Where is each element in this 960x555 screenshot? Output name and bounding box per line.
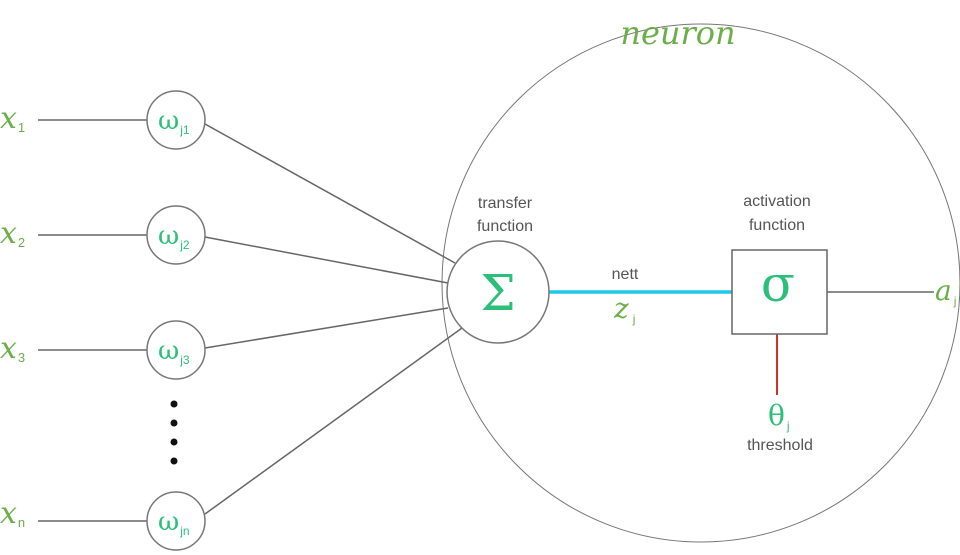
weight-lines	[204, 123, 463, 515]
svg-text:ωj2: ωj2	[158, 221, 190, 252]
sum-symbol: Σ	[480, 264, 515, 322]
neuron-title: neuron	[620, 14, 735, 52]
weight-node-1: ωj1	[146, 90, 206, 150]
transfer-label-2: function	[477, 218, 533, 235]
transfer-label: transfer	[478, 195, 533, 212]
sum-node	[446, 240, 550, 344]
activation-label-2: function	[749, 217, 805, 234]
sigma-symbol: σ	[761, 255, 795, 313]
activation-label: activation	[743, 193, 811, 210]
threshold-label: threshold	[747, 437, 813, 454]
input-label-3: x3	[0, 331, 25, 366]
input-label-n: xn	[0, 496, 25, 531]
weight-line-2	[204, 236, 449, 284]
weight-node-n: ωjn	[146, 491, 206, 551]
svg-text:ωj3: ωj3	[158, 336, 190, 367]
weight-line-n	[204, 327, 463, 515]
input-labels: x1 x2 x3 xn	[0, 101, 25, 531]
svg-text:ωj1: ωj1	[158, 106, 190, 137]
weight-line-1	[204, 123, 456, 264]
vertical-dots-icon	[170, 400, 178, 465]
input-label-2: x2	[0, 216, 25, 251]
svg-text:ωjn: ωjn	[158, 507, 190, 538]
input-label-1: x1	[0, 101, 25, 136]
weight-line-3	[204, 307, 449, 349]
weight-node-2: ωj2	[146, 205, 206, 265]
input-lines	[38, 119, 147, 522]
weight-nodes: ωj1 ωj2 ωj3 ωjn	[146, 90, 206, 551]
nett-label: nett	[612, 266, 639, 283]
neuron-boundary	[441, 23, 960, 543]
weight-node-3: ωj3	[146, 320, 206, 380]
